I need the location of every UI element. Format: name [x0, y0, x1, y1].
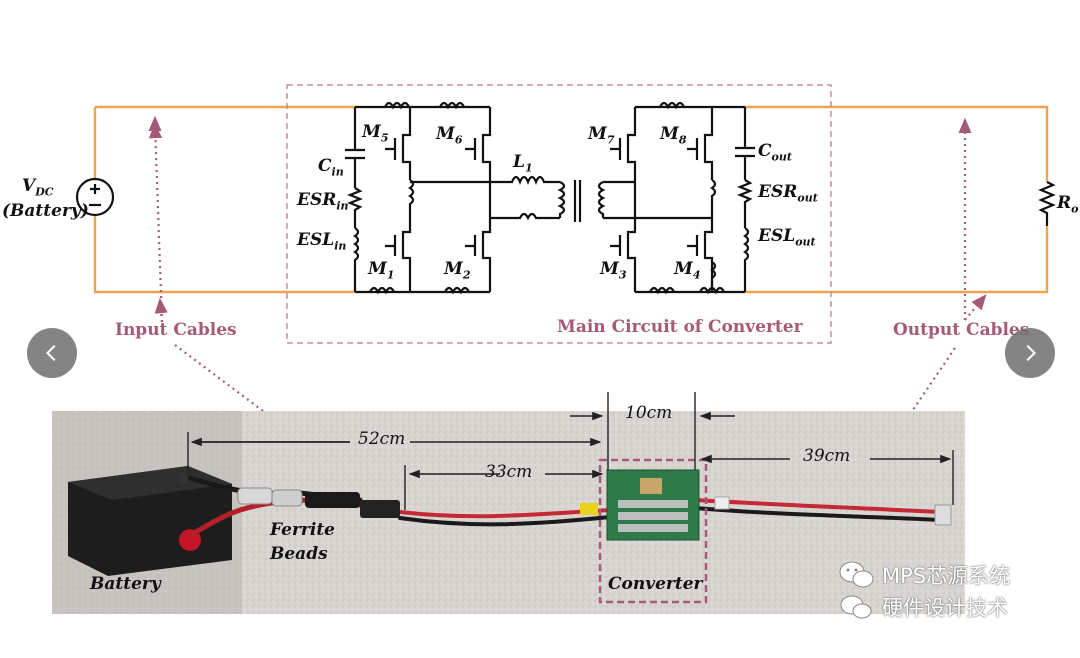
- esrin-label: ESRin: [297, 190, 349, 213]
- ferrite-label-line2: Beads: [270, 544, 328, 564]
- m2-label: M2: [444, 259, 471, 282]
- m8-label: M8: [660, 124, 687, 147]
- output-stage-circuit: [610, 101, 1056, 295]
- m7-label: M7: [588, 124, 615, 147]
- input-cables-caption: Input Cables: [115, 320, 237, 340]
- next-image-button[interactable]: [1005, 328, 1055, 378]
- battery-source-symbol: [75, 177, 115, 217]
- wechat-icon: [839, 561, 874, 588]
- main-circuit-box: [286, 84, 832, 344]
- cin-label: Cin: [318, 156, 344, 179]
- ferrite-label-line1: Ferrite: [270, 520, 335, 540]
- l1-label: L1: [513, 152, 533, 175]
- source-note: (Battery): [2, 201, 89, 221]
- dimension-10cm: 10cm: [625, 403, 673, 423]
- eslin-label: ESLin: [297, 230, 347, 253]
- converter-board-photo: [606, 469, 700, 541]
- eslout-label: ESLout: [758, 226, 816, 249]
- cable-wires: [93, 105, 1049, 294]
- m5-label: M5: [362, 122, 389, 145]
- battery-photo: [68, 466, 232, 576]
- m1-label: M1: [368, 259, 395, 282]
- watermark: MPS芯源系统 硬件设计技术: [838, 560, 1010, 622]
- chevron-right-icon: [1026, 344, 1037, 362]
- dimension-lines: [187, 392, 954, 510]
- cout-label: Cout: [758, 141, 792, 164]
- wechat-icon-small: [840, 595, 872, 619]
- m6-label: M6: [436, 124, 463, 147]
- watermark-line2: 硬件设计技术: [882, 596, 1008, 620]
- source-label: VDC: [22, 176, 54, 199]
- ferrite-beads-photo: [237, 487, 952, 526]
- converter-label: Converter: [608, 574, 703, 594]
- watermark-line1: MPS芯源系统: [882, 564, 1011, 588]
- output-cables-caption: Output Cables: [893, 320, 1030, 340]
- dimension-33cm: 33cm: [485, 462, 533, 482]
- main-circuit-caption: Main Circuit of Converter: [557, 317, 803, 337]
- converter-highlight-box: [598, 458, 708, 604]
- dimension-39cm: 39cm: [803, 446, 851, 466]
- input-stage-circuit: [345, 101, 712, 295]
- m4-label: M4: [674, 259, 701, 282]
- dimension-52cm: 52cm: [358, 429, 406, 449]
- ro-label: Ro: [1057, 193, 1079, 216]
- m3-label: M3: [600, 259, 627, 282]
- battery-label: Battery: [90, 574, 161, 594]
- previous-image-button[interactable]: [27, 328, 77, 378]
- chevron-left-icon: [45, 344, 56, 362]
- esrout-label: ESRout: [758, 182, 818, 205]
